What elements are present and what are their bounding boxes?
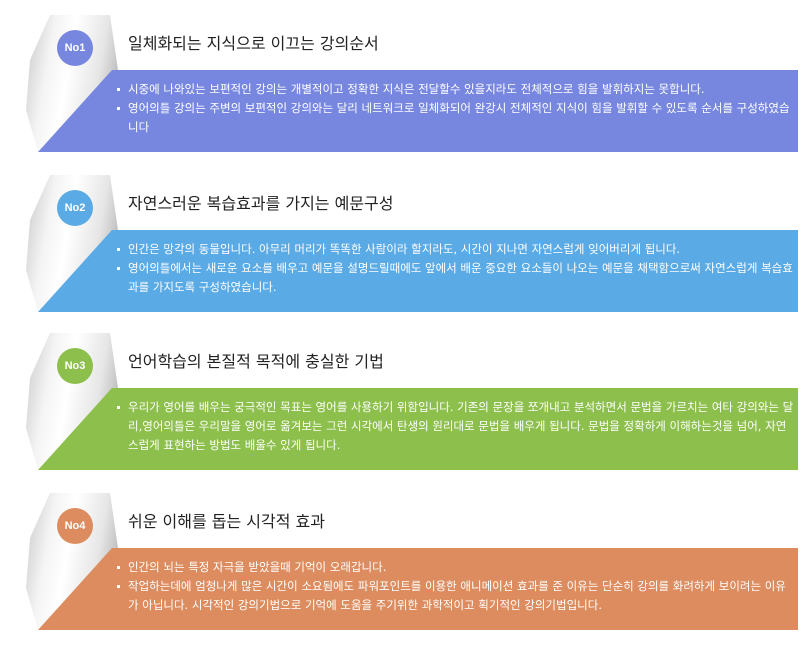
bullet-item: 시중에 나와있는 보편적인 강의는 개별적이고 정확한 지식은 전달할수 있을지… xyxy=(116,80,796,99)
feature-band xyxy=(38,70,798,152)
bullet-item: 작업하는데에 엄청나게 많은 시간이 소요됨에도 파워포인트를 이용한 애니메이… xyxy=(116,577,796,615)
number-badge: No2 xyxy=(57,190,93,226)
feature-title: 언어학습의 본질적 목적에 충실한 기법 xyxy=(128,352,384,371)
bullet-item: 인간은 망각의 동물입니다. 아무리 머리가 똑똑한 사람이라 할지라도, 시간… xyxy=(116,240,796,259)
number-badge: No1 xyxy=(57,30,93,66)
feature-section: No2 자연스러운 복습효과를 가지는 예문구성 인간은 망각의 동물입니다. … xyxy=(0,160,804,320)
feature-section: No4 쉬운 이해를 돕는 시각적 효과 인간의 뇌는 특정 자극을 받았을때 … xyxy=(0,478,804,638)
feature-title: 자연스러운 복습효과를 가지는 예문구성 xyxy=(128,194,394,213)
feature-band xyxy=(38,388,798,470)
feature-section: No3 언어학습의 본질적 목적에 충실한 기법 우리가 영어를 배우는 궁극적… xyxy=(0,318,804,478)
feature-band xyxy=(38,230,798,312)
bullet-item: 인간의 뇌는 특정 자극을 받았을때 기억이 오래갑니다. xyxy=(116,558,796,577)
number-badge: No3 xyxy=(57,348,93,384)
bullet-item: 우리가 영어를 배우는 궁극적인 목표는 영어를 사용하기 위함입니다. 기존의… xyxy=(116,398,796,455)
bullet-item: 영어의틀 강의는 주변의 보편적인 강의와는 달리 네트워크로 일체화되어 완강… xyxy=(116,99,796,137)
number-badge: No4 xyxy=(57,508,93,544)
feature-bullets: 인간의 뇌는 특정 자극을 받았을때 기억이 오래갑니다.작업하는데에 엄청나게… xyxy=(116,558,796,615)
bullet-item: 영어의틀에서는 새로운 요소를 배우고 예문을 설명드릴때에도 앞에서 배운 중… xyxy=(116,259,796,297)
feature-title: 일체화되는 지식으로 이끄는 강의순서 xyxy=(128,34,379,53)
feature-band xyxy=(38,548,798,630)
feature-bullets: 시중에 나와있는 보편적인 강의는 개별적이고 정확한 지식은 전달할수 있을지… xyxy=(116,80,796,137)
feature-bullets: 우리가 영어를 배우는 궁극적인 목표는 영어를 사용하기 위함입니다. 기존의… xyxy=(116,398,796,455)
feature-title: 쉬운 이해를 돕는 시각적 효과 xyxy=(128,512,325,531)
feature-bullets: 인간은 망각의 동물입니다. 아무리 머리가 똑똑한 사람이라 할지라도, 시간… xyxy=(116,240,796,297)
feature-section: No1 일체화되는 지식으로 이끄는 강의순서 시중에 나와있는 보편적인 강의… xyxy=(0,0,804,160)
